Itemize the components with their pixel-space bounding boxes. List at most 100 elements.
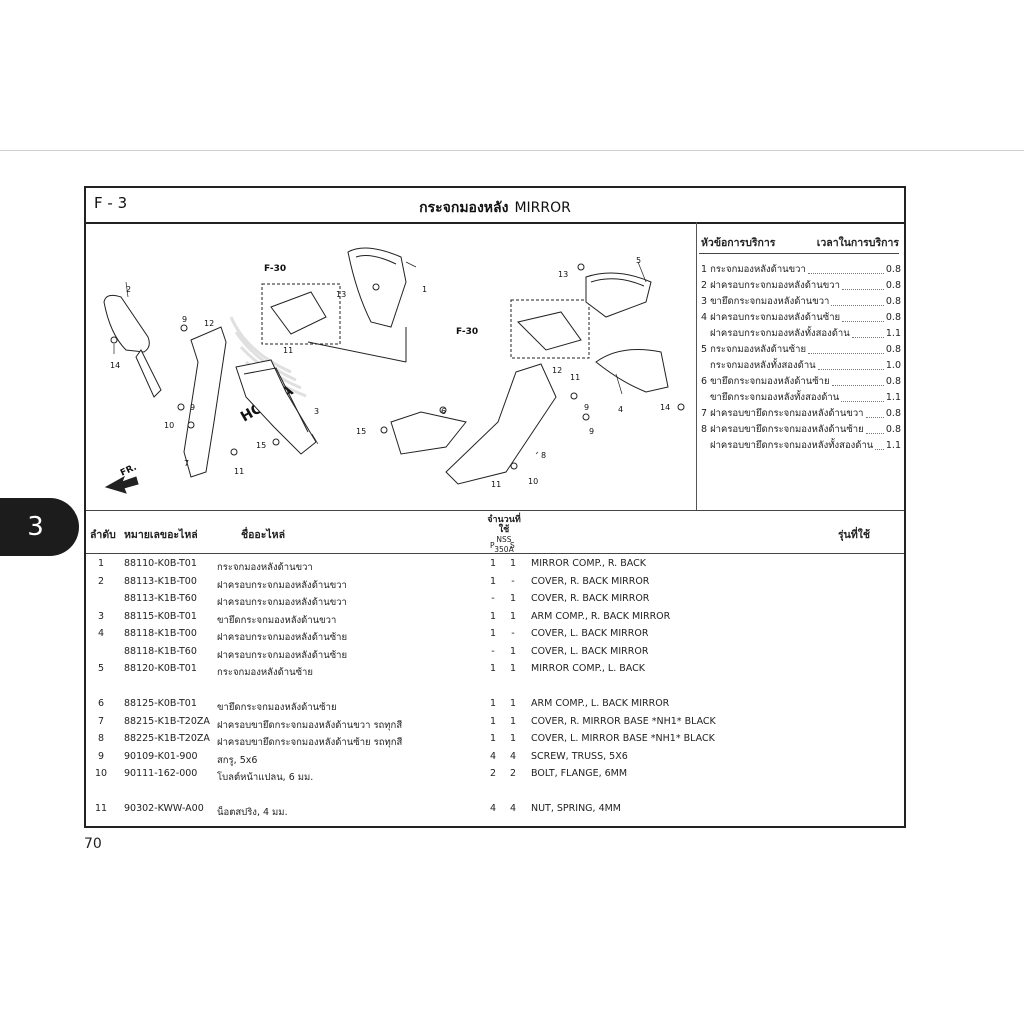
row-qty-s: - bbox=[511, 575, 515, 587]
front-arrow-icon bbox=[104, 475, 139, 494]
service-item-time: 0.8 bbox=[885, 376, 901, 387]
row-name-thai: สกรู, 5x6 bbox=[217, 754, 258, 766]
row-name-english: COVER, R. MIRROR BASE *NH1* BLACK bbox=[531, 715, 716, 727]
service-item-leader bbox=[831, 374, 884, 386]
callout-13b: 13 bbox=[558, 270, 568, 279]
row-qty-s: 1 bbox=[509, 698, 517, 709]
row-part-no: 88215-K1B-T20ZA bbox=[124, 715, 210, 727]
row-qty-s: 1 bbox=[509, 558, 517, 569]
service-item-label: ฝาครอบขายึดกระจกมองหลังทั้งสองด้าน bbox=[710, 440, 874, 451]
service-item-leader bbox=[865, 406, 884, 418]
row-name-english: MIRROR COMP., L. BACK bbox=[531, 663, 645, 674]
service-item-time: 0.8 bbox=[885, 312, 901, 323]
header-no: ลำดับ bbox=[90, 529, 116, 541]
row-qty-p: 1 bbox=[489, 610, 497, 622]
callout-4: 4 bbox=[618, 405, 623, 414]
row-name-thai: ฝาครอบกระจกมองหลังด้านขวา bbox=[217, 579, 347, 591]
service-item-time: 0.8 bbox=[885, 344, 901, 355]
row-no: 2 bbox=[97, 575, 105, 587]
header-qty-label: จำนวนที่ใช้ bbox=[487, 515, 521, 535]
row-name-english: MIRROR COMP., R. BACK bbox=[531, 558, 646, 569]
service-header-rule bbox=[699, 253, 899, 254]
row-part-no: 90109-K01-900 bbox=[124, 750, 198, 762]
row-no: 9 bbox=[97, 750, 105, 762]
row-name-english: NUT, SPRING, 4MM bbox=[531, 803, 622, 814]
chapter-tab: 3 bbox=[0, 498, 79, 556]
part-5-mirror-comp-left bbox=[585, 272, 652, 318]
row-qty-s: 4 bbox=[509, 803, 517, 814]
service-item-leader bbox=[808, 342, 884, 354]
callout-15a: 15 bbox=[256, 441, 266, 450]
row-qty-s: - bbox=[511, 628, 515, 639]
service-header-item: หัวข้อการบริการ bbox=[701, 237, 776, 249]
callout-12a: 12 bbox=[204, 319, 214, 328]
row-no: 3 bbox=[97, 610, 105, 622]
callout-10b: 10 bbox=[528, 477, 538, 486]
callout-6: 6 bbox=[441, 407, 446, 416]
section-code: F - 3 bbox=[94, 194, 128, 212]
callout-13a: 13 bbox=[336, 290, 346, 299]
row-name-thai: ฝาครอบกระจกมองหลังด้านซ้าย bbox=[217, 649, 348, 661]
service-item-label: 2 ฝาครอบกระจกมองหลังด้านขวา bbox=[701, 280, 840, 291]
row-no: 6 bbox=[97, 698, 105, 709]
service-item: 7 ฝาครอบขายึดกระจกมองหลังด้านขวา 0.8 bbox=[701, 406, 901, 422]
row-qty-s: 2 bbox=[509, 768, 517, 779]
callout-14b: 14 bbox=[660, 403, 670, 412]
row-no: 1 bbox=[97, 558, 105, 569]
row-qty-p: 1 bbox=[489, 628, 497, 639]
row-name-thai: ฝาครอบขายึดกระจกมองหลังด้านซ้าย รถทุกสี bbox=[217, 737, 403, 748]
service-header: หัวข้อการบริการ เวลาในการบริการ bbox=[701, 234, 899, 251]
row-qty-p: 1 bbox=[489, 733, 497, 744]
row-name-english: COVER, L. MIRROR BASE *NH1* BLACK bbox=[531, 733, 715, 744]
row-part-no: 88118-K1B-T60 bbox=[124, 645, 197, 657]
row-qty-s: 1 bbox=[509, 593, 517, 604]
row-name-english: COVER, R. BACK MIRROR bbox=[531, 575, 650, 587]
row-qty-p: 4 bbox=[489, 750, 497, 762]
callout-1: 1 bbox=[422, 285, 427, 294]
row-qty-s: 4 bbox=[509, 750, 517, 762]
row-name-thai: กระจกมองหลังด้านขวา bbox=[217, 562, 313, 573]
row-no: 10 bbox=[94, 768, 108, 779]
service-item-leader bbox=[875, 438, 884, 450]
row-qty-s: 1 bbox=[509, 645, 517, 657]
service-item-leader bbox=[831, 294, 884, 306]
service-item-label: 7 ฝาครอบขายึดกระจกมองหลังด้านขวา bbox=[701, 408, 864, 419]
row-name-thai: ฝาครอบกระจกมองหลังด้านขวา bbox=[217, 597, 347, 608]
row-qty-s: 1 bbox=[509, 733, 517, 744]
service-item-leader bbox=[817, 358, 884, 370]
callout-5: 5 bbox=[636, 256, 641, 265]
service-time-panel: หัวข้อการบริการ เวลาในการบริการ 1 กระจกม… bbox=[697, 222, 904, 510]
row-name-thai: น็อตสปริง, 4 มม. bbox=[217, 807, 288, 818]
callout-9c: 9 bbox=[584, 403, 589, 412]
service-item-leader bbox=[865, 422, 884, 434]
header-used-in: รุ่นที่ใช้ bbox=[838, 529, 870, 541]
row-no: 8 bbox=[97, 733, 105, 744]
row-qty-p: 2 bbox=[489, 768, 497, 779]
front-mark: FR. bbox=[119, 463, 138, 479]
row-part-no: 88125-K0B-T01 bbox=[124, 698, 197, 709]
row-qty-p: 1 bbox=[489, 715, 497, 727]
service-item-leader bbox=[851, 326, 884, 338]
row-name-english: SCREW, TRUSS, 5X6 bbox=[531, 750, 628, 762]
header-name: ชื่ออะไหล่ bbox=[241, 529, 286, 541]
diagram-ref-right: F-30 bbox=[456, 327, 478, 337]
row-name-thai: ขายึดกระจกมองหลังด้านซ้าย bbox=[217, 702, 337, 713]
row-name-english: COVER, L. BACK MIRROR bbox=[531, 645, 649, 657]
service-item-time: 0.8 bbox=[885, 408, 901, 419]
callout-8: 8 bbox=[541, 451, 546, 460]
service-item-label: กระจกมองหลังทั้งสองด้าน bbox=[710, 360, 816, 371]
header-part-no: หมายเลขอะไหล่ bbox=[124, 529, 198, 541]
service-item-label: 8 ฝาครอบขายึดกระจกมองหลังด้านซ้าย bbox=[701, 424, 864, 435]
service-item-label: 3 ขายึดกระจกมองหลังด้านขวา bbox=[701, 296, 830, 307]
row-name-thai: โบลต์หน้าแปลน, 6 มม. bbox=[217, 772, 314, 783]
row-part-no: 88110-K0B-T01 bbox=[124, 558, 197, 569]
row-qty-s: 1 bbox=[509, 610, 517, 622]
